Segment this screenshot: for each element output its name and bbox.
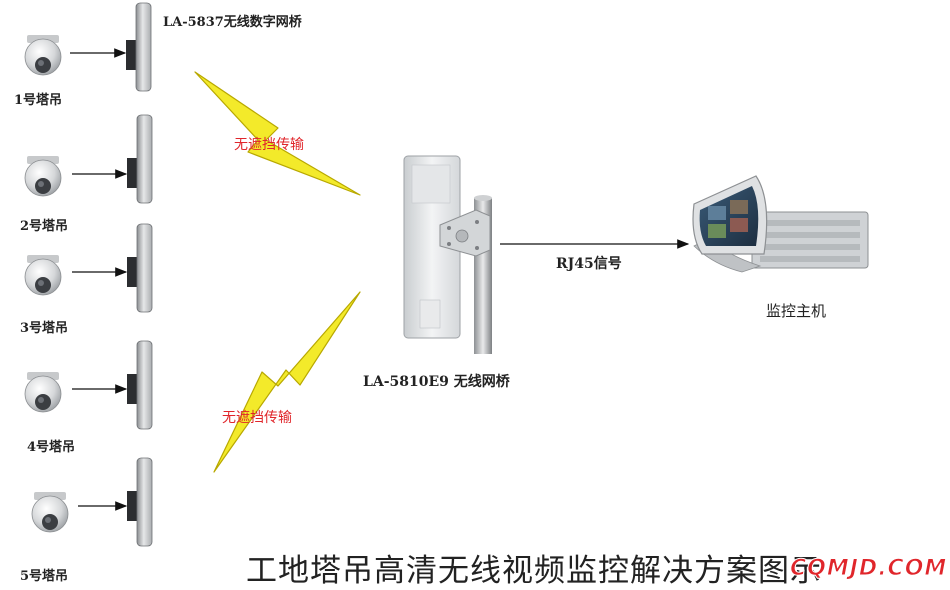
center-wireless-bridge bbox=[403, 155, 492, 354]
crane-label-5: 5号塔吊 bbox=[20, 569, 69, 584]
monitoring-host bbox=[692, 175, 869, 273]
dome-camera-5 bbox=[31, 492, 69, 533]
crane-label-2: 2号塔吊 bbox=[20, 219, 69, 234]
bridge-top-label: LA-5837无线数字网桥 bbox=[163, 15, 302, 30]
link-label-top: 无遮挡传输 bbox=[234, 137, 304, 153]
dome-camera-3 bbox=[24, 255, 62, 296]
dome-camera-2 bbox=[24, 156, 62, 197]
wireless-bridge-4 bbox=[127, 340, 153, 430]
crane-label-3: 3号塔吊 bbox=[20, 321, 69, 336]
dome-camera-1 bbox=[24, 35, 62, 76]
crane-label-1: 1号塔吊 bbox=[14, 93, 63, 108]
link-label-bottom: 无遮挡传输 bbox=[222, 410, 292, 426]
wireless-bridge-5 bbox=[127, 457, 153, 547]
center-bridge-label: LA-5810E9 无线网桥 bbox=[363, 374, 510, 390]
lightning-bolt-bottom bbox=[213, 291, 361, 473]
dome-camera-4 bbox=[24, 372, 62, 413]
watermark: CQMJD.COM bbox=[789, 556, 948, 582]
host-label: 监控主机 bbox=[766, 302, 827, 320]
diagram-title: 工地塔吊高清无线视频监控解决方案图示 bbox=[246, 553, 822, 589]
lightning-bolt-top bbox=[194, 71, 361, 196]
wireless-bridge-2 bbox=[127, 114, 153, 204]
wireless-bridge-3 bbox=[127, 223, 153, 313]
signal-label: RJ45信号 bbox=[556, 256, 622, 272]
crane-label-4: 4号塔吊 bbox=[27, 440, 76, 455]
wireless-bridge-1 bbox=[126, 2, 152, 92]
